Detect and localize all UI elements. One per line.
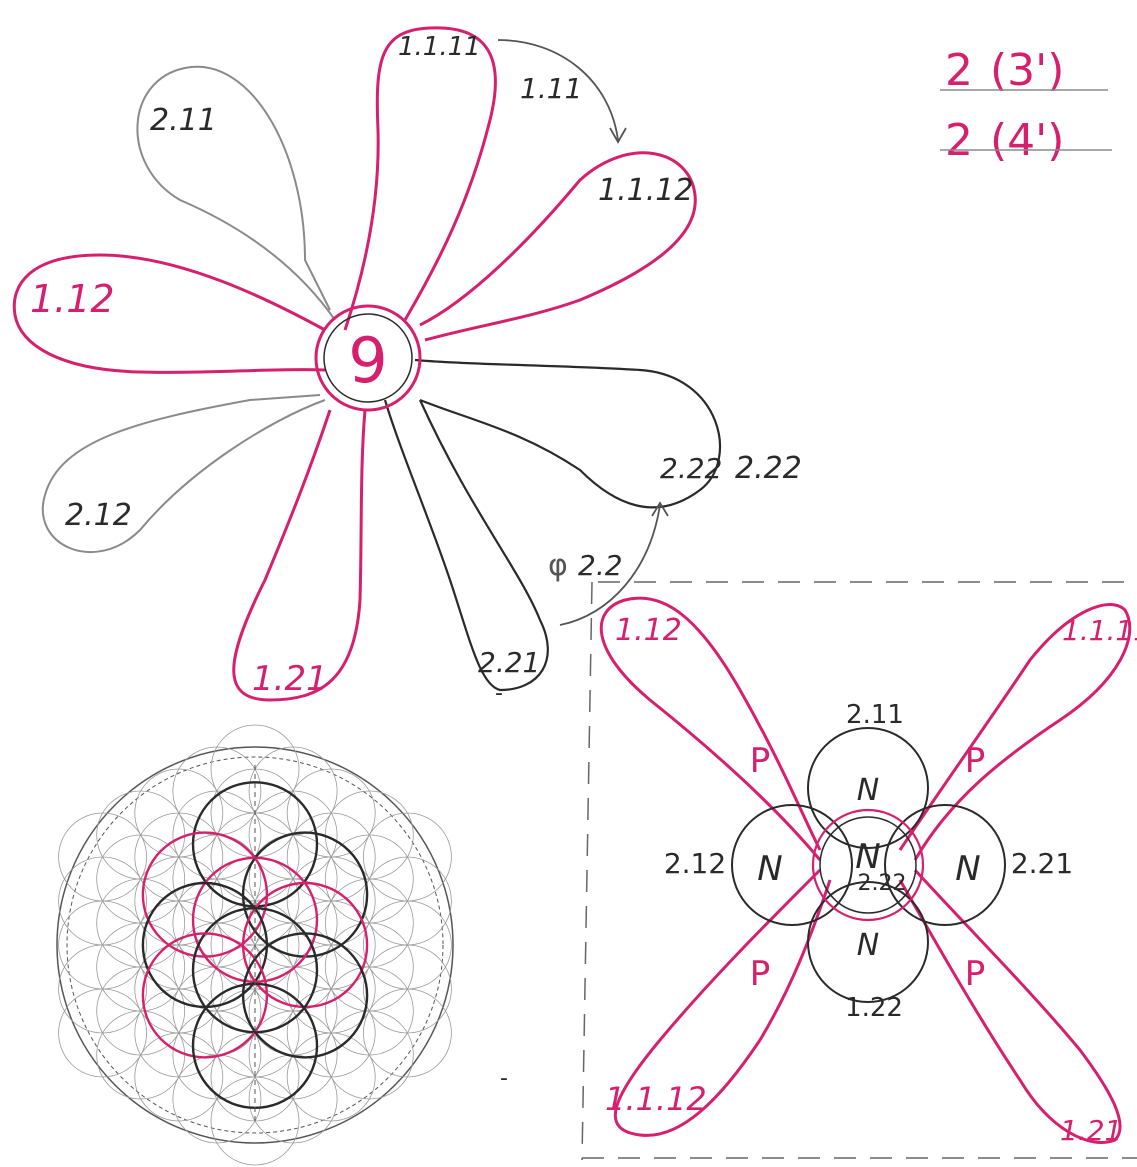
- fol-highlight-circle: [243, 933, 367, 1057]
- atom-petal-label-top-right: 1.1.11: [1062, 614, 1137, 647]
- flower-center-label: 9: [348, 324, 387, 397]
- petal-label-1-12: 1.12: [30, 277, 115, 321]
- fol-highlight-circle: [243, 883, 367, 1007]
- petal-2-22: [415, 360, 720, 507]
- petal-label-1-1-11: 1.1.11: [398, 32, 481, 62]
- note-2-number: 2: [945, 115, 973, 166]
- fol-highlight-circle: [193, 908, 317, 1032]
- n-label-left: N: [757, 849, 782, 889]
- atom-center-label: 2.22: [858, 871, 907, 896]
- petal-label-1-21: 1.21: [252, 659, 328, 699]
- fol-highlight-circle: [143, 883, 267, 1007]
- p-label-top-right: P: [965, 741, 986, 781]
- petal-label-2-11: 2.11: [150, 103, 217, 138]
- atom-petal-label-bottom-right: 1.21: [1060, 1114, 1122, 1147]
- petal-label-2-21: 2.21: [478, 646, 540, 679]
- stray-dash-2: -: [500, 1066, 508, 1091]
- note-2-paren: (4'): [990, 115, 1064, 166]
- flower-of-life-diagram: [57, 725, 453, 1165]
- atom-petal-bottom-right: [900, 870, 1120, 1143]
- petal-1-1-11: [345, 28, 495, 330]
- arrow-label-1-11: 1.11: [520, 72, 582, 105]
- p-label-bottom-right: P: [965, 954, 986, 994]
- atom-n-left-label: 2.12: [664, 847, 726, 880]
- stray-dash-1: -: [495, 681, 503, 706]
- n-label-top: N: [857, 773, 879, 808]
- n-label-right: N: [955, 849, 980, 889]
- arrow-label-2-2: 2.2: [578, 549, 623, 582]
- p-label-top-left: P: [750, 741, 771, 781]
- atom-n-top-label: 2.11: [846, 700, 904, 730]
- petal-label-2-12: 2.12: [65, 498, 132, 533]
- atom-frame-left: [582, 582, 592, 1160]
- fol-highlight-circle: [143, 833, 267, 957]
- note-1-paren: (3'): [990, 45, 1064, 96]
- petal-label-2-22: 2.22: [660, 452, 722, 485]
- fol-highlight-circle: [193, 782, 317, 906]
- flower-diagram: 9 1.1.11 1.1.12 2.22 2.21 1.21 2.12 1.12…: [14, 28, 802, 700]
- petal-label-1-1-12: 1.1.12: [598, 173, 693, 208]
- atom-diagram: N N N N N 2.22 2.11 2.12 2.21 1.22 P P P…: [582, 582, 1137, 1160]
- atom-n-right-label: 2.21: [1011, 847, 1073, 880]
- atom-petal-label-top-left: 1.12: [615, 613, 682, 648]
- note-1-number: 2: [945, 45, 973, 96]
- p-label-bottom-left: P: [750, 954, 771, 994]
- notes-block: 2 (3') 2 (4'): [940, 45, 1112, 166]
- side-label-2-22: 2.22: [735, 451, 802, 486]
- atom-n-bottom-label: 1.22: [845, 993, 903, 1023]
- phi-icon: φ: [548, 548, 568, 583]
- fol-highlight-circle: [243, 833, 367, 957]
- n-label-bottom: N: [857, 928, 879, 963]
- fol-highlight-circle: [143, 933, 267, 1057]
- atom-petal-label-bottom-left: 1.1.12: [605, 1080, 707, 1118]
- petal-1-21: [234, 410, 365, 700]
